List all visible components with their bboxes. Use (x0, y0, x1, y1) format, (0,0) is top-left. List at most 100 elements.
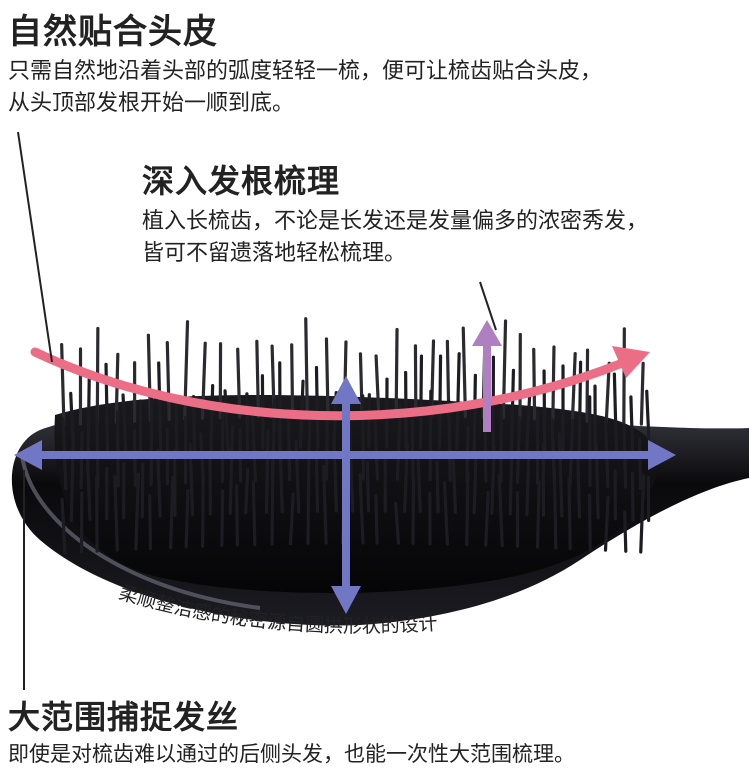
bristle (612, 372, 619, 457)
bristle (535, 480, 541, 549)
bristle (410, 414, 415, 481)
bristle (348, 434, 355, 513)
bristle (374, 494, 379, 545)
bristle (314, 449, 320, 513)
bristle (228, 425, 235, 515)
bristle (79, 431, 84, 490)
bristle (435, 460, 440, 514)
bristle (223, 389, 230, 451)
bristle (394, 327, 399, 417)
bristle (639, 361, 645, 426)
bristle (270, 459, 275, 546)
desc-scalp-fit: 只需自然地沿着头部的弧度轻轻一梳，便可让梳齿贴合头皮， 从头顶部发根开始一顺到底… (8, 56, 748, 120)
bristle (630, 471, 635, 522)
bristle (567, 477, 572, 551)
bristle (552, 467, 558, 550)
bristle (525, 394, 532, 453)
bristle (472, 373, 477, 451)
bristle (148, 494, 153, 551)
bristle (358, 472, 365, 545)
bristle (184, 489, 190, 549)
bristle (532, 347, 537, 421)
bristle (220, 489, 225, 548)
desc-scalp-fit-line2: 从头顶部发根开始一顺到底。 (8, 91, 295, 116)
bristle (587, 493, 592, 552)
bristle (455, 352, 461, 450)
pointer-line-top (17, 131, 53, 363)
bristle (95, 405, 100, 489)
bristle (508, 453, 514, 516)
bristle (451, 452, 458, 514)
bristle (585, 348, 590, 423)
bristle (251, 480, 257, 547)
bristle (416, 451, 422, 514)
bristle (411, 477, 416, 545)
desc-deep-roots-line2: 皆可不留遗落地轻松梳理。 (142, 241, 407, 266)
bristle (361, 394, 365, 481)
bristle (418, 354, 424, 450)
bristle (465, 472, 470, 547)
blue-arrowhead-left (14, 440, 42, 470)
desc-wide-capture: 即使是对梳齿难以通过的后侧头发，也能一次性大范围梳理。 (8, 742, 575, 766)
bristle (437, 354, 443, 450)
bristle (140, 462, 145, 519)
bristle (255, 339, 261, 418)
pink-arrowhead (612, 346, 650, 378)
bristle (484, 490, 490, 547)
blue-arrowhead-bottom (331, 586, 361, 614)
bristle (576, 453, 582, 519)
bristle (235, 484, 239, 547)
bristle (322, 464, 328, 545)
bristle (629, 395, 635, 458)
bristle (264, 429, 270, 514)
bristle (623, 510, 628, 553)
bristle (157, 361, 163, 454)
desc-scalp-fit-line1: 只需自然地沿着头部的弧度轻轻一梳，便可让梳齿贴合头皮， (8, 59, 603, 84)
bristle (304, 317, 309, 417)
bristle (288, 492, 295, 546)
title-wide-capture: 大范围捕捉发丝 (8, 698, 240, 736)
bristle (277, 426, 284, 514)
bristle (306, 470, 311, 545)
bristle (367, 393, 371, 449)
bristle (639, 474, 646, 554)
bristle (374, 354, 381, 417)
bristle (622, 327, 626, 425)
bristle (244, 468, 250, 515)
bristle (115, 410, 120, 488)
desc-deep-roots-line1: 植入长梳齿，不论是长发还是发量偏多的浓密秀发， (142, 209, 649, 234)
purple-arrowhead (472, 320, 502, 346)
bristle (497, 473, 504, 548)
bristle (156, 449, 162, 518)
bristle (314, 365, 320, 449)
bristle-pad (54, 395, 661, 594)
bristle (324, 337, 330, 417)
bristle (637, 437, 643, 490)
bristle (286, 406, 292, 482)
bristle (557, 432, 564, 518)
bristle (306, 420, 312, 481)
bristle (290, 343, 295, 418)
blue-arrowhead-right (648, 440, 676, 470)
bristle (603, 495, 610, 552)
blue-arrowhead-top (331, 376, 361, 404)
title-deep-roots: 深入发根梳理 (142, 162, 341, 200)
bristle (134, 472, 141, 551)
bristle (570, 351, 577, 423)
bristle (86, 371, 91, 458)
title-scalp-fit: 自然贴合头皮 (8, 12, 218, 52)
bristle (69, 431, 75, 523)
bristle (121, 393, 128, 456)
bristle (209, 383, 215, 452)
bristle (174, 396, 179, 453)
bristle (245, 392, 250, 451)
bristle (113, 474, 119, 552)
brush-highlight (20, 454, 261, 610)
bristle (472, 454, 478, 515)
bristle (394, 501, 401, 545)
bristle (169, 475, 175, 550)
bristle (85, 450, 92, 522)
pointer-line-middle (479, 281, 497, 331)
bristle (60, 342, 66, 427)
